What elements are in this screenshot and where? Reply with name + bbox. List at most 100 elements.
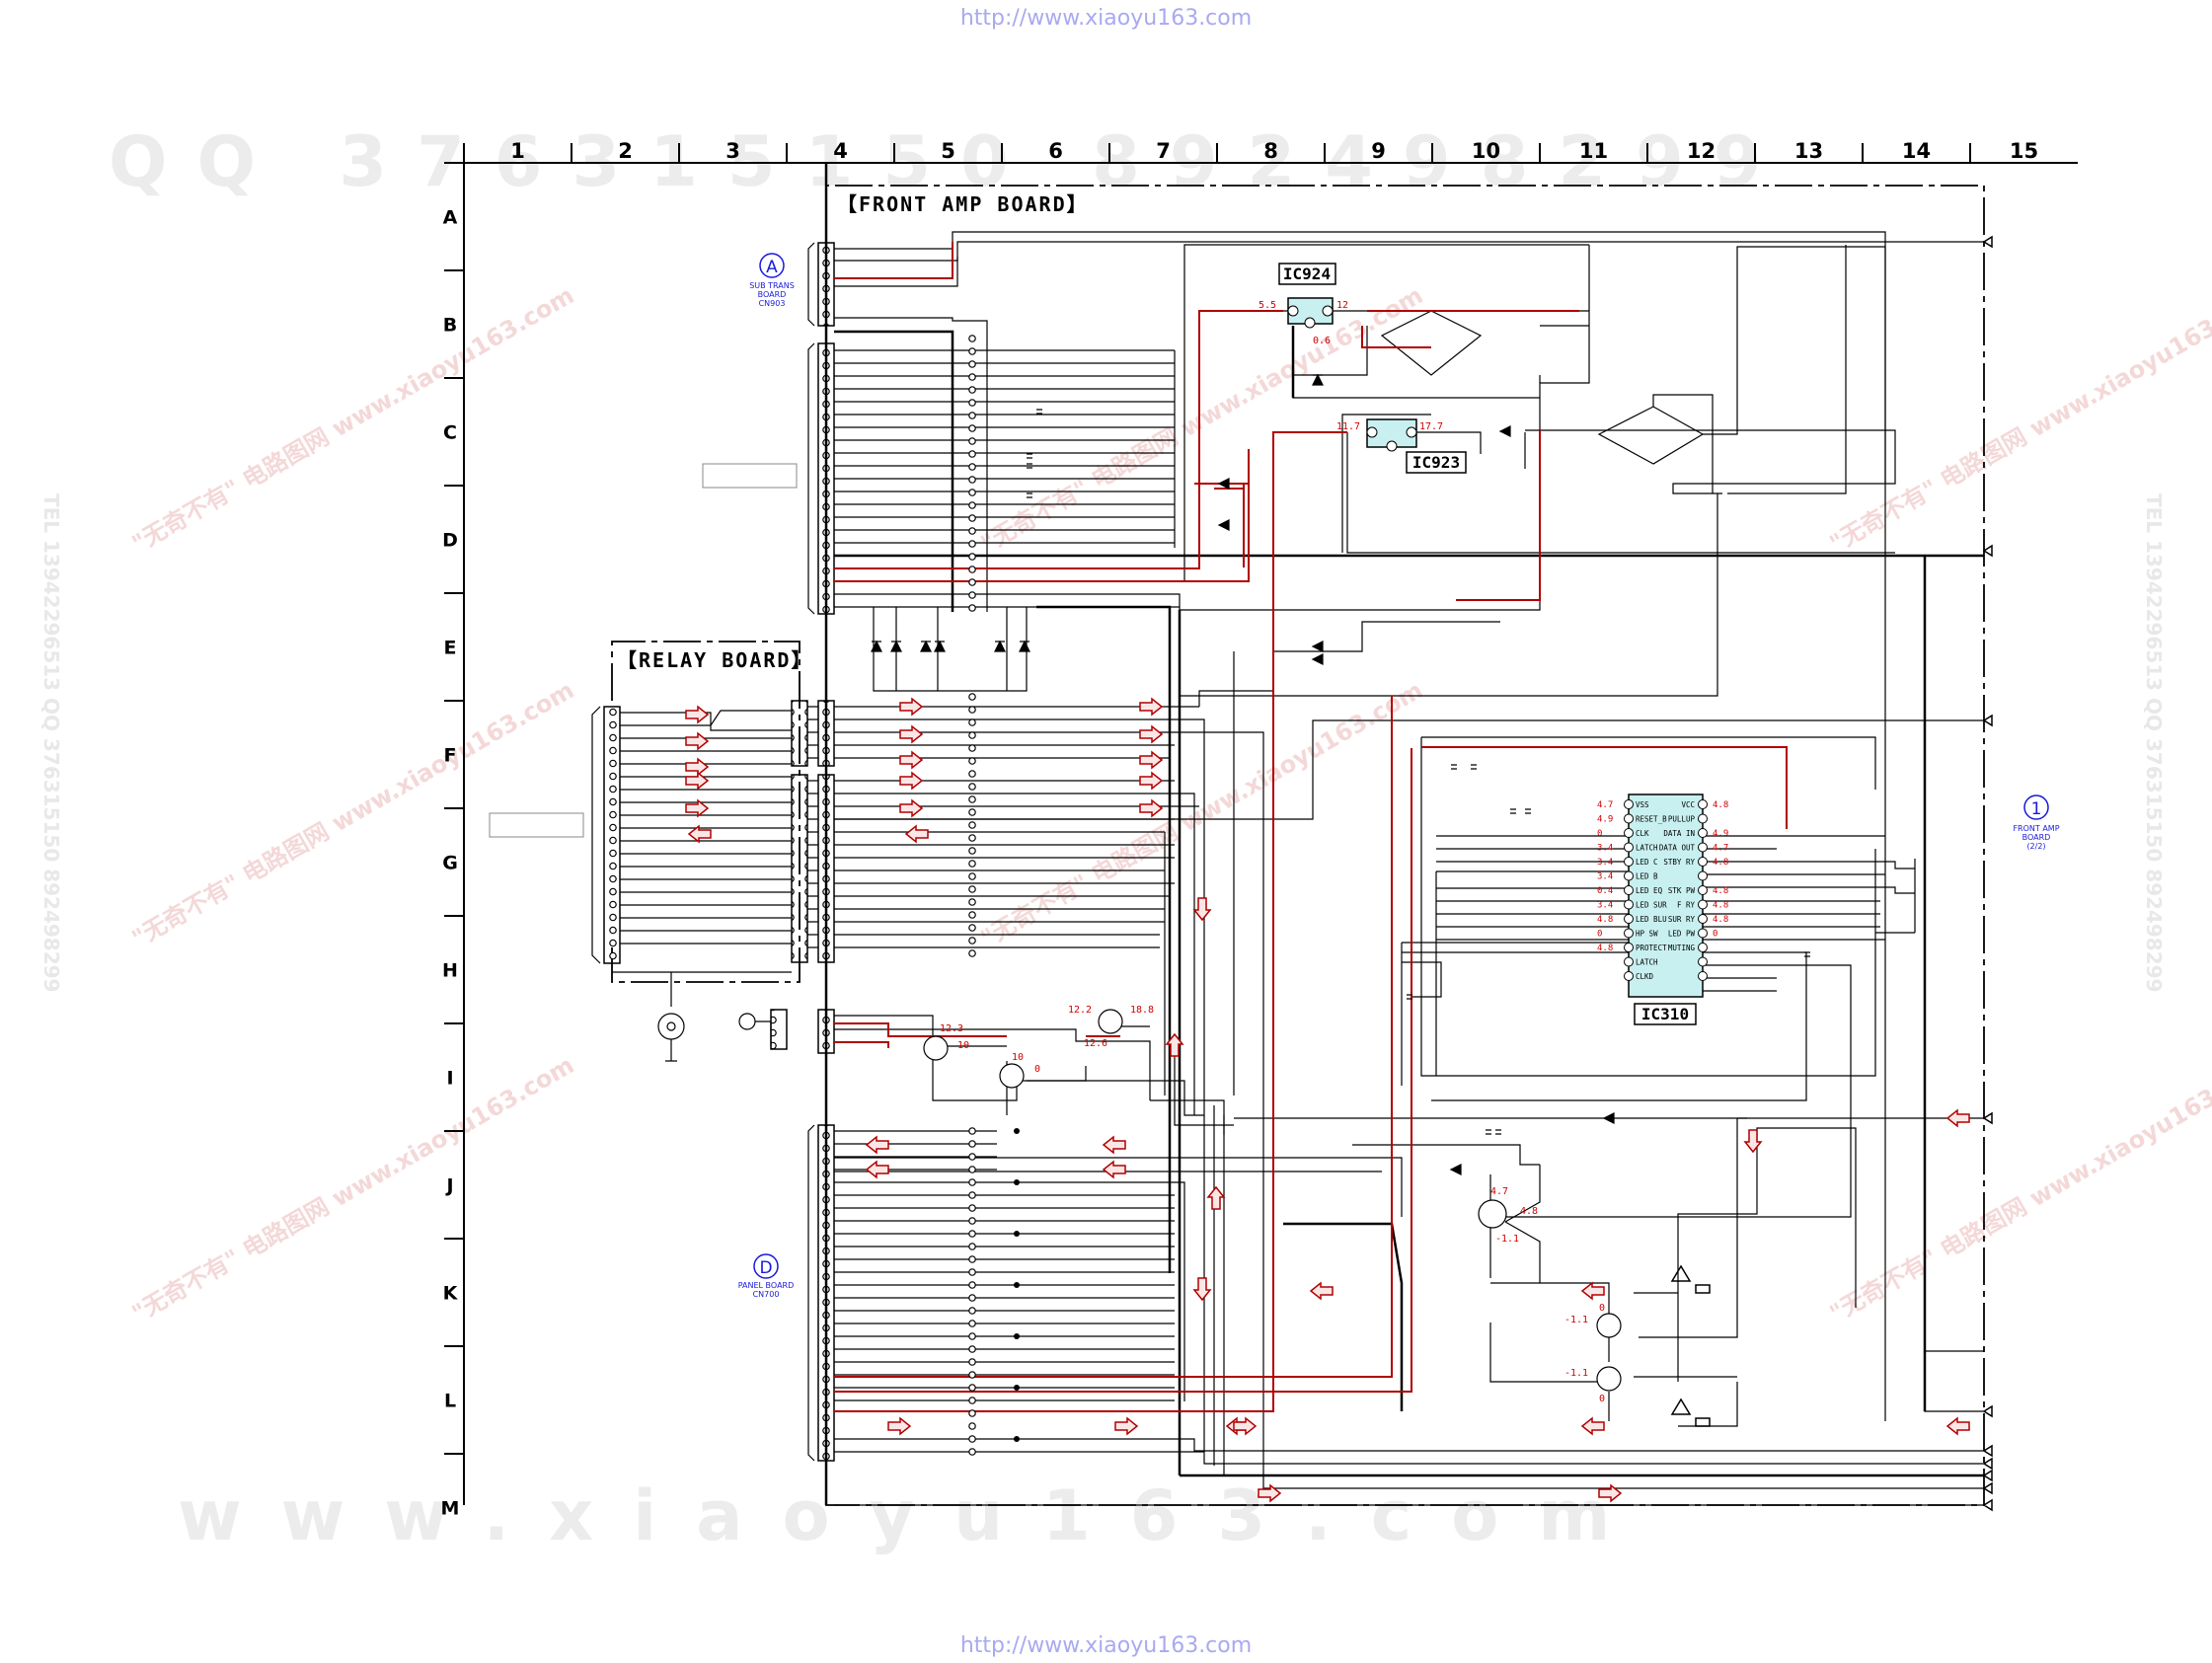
ic310-right-pin-label: LED PW: [1668, 930, 1696, 939]
junction-dots: [968, 335, 1020, 1456]
ic310-pin: [1698, 956, 1708, 967]
grid-row-label: B: [443, 315, 457, 337]
grid-row-label: L: [444, 1391, 456, 1412]
ic310-pin: [1624, 857, 1634, 867]
junction-dot: [968, 1204, 976, 1212]
junction-dot: [968, 693, 976, 701]
arrow-right-icon: [1139, 750, 1164, 770]
ic310-left-pin-label: LATCH: [1636, 844, 1658, 853]
grid-column-label: 2: [618, 139, 633, 163]
ic310-left-pin-label: LED B: [1636, 872, 1658, 881]
q2-vc: 0: [1034, 1064, 1040, 1075]
junction-dot: [968, 566, 976, 573]
connector-1-mark: 1: [2031, 799, 2042, 819]
grid-column-label: 8: [1263, 139, 1278, 163]
junction-dot: [968, 731, 976, 739]
header-url[interactable]: http://www.xiaoyu163.com: [959, 6, 1253, 31]
junction-dot: [968, 1448, 976, 1456]
arrow-left-icon: [1309, 1281, 1334, 1301]
q3-vc: 18.8: [1130, 1005, 1154, 1016]
junction-dot: [968, 1320, 976, 1327]
ic310-pin: [1624, 842, 1634, 853]
junction-dot: [1014, 1333, 1020, 1339]
grid-column-label: 14: [1902, 139, 1931, 163]
edge-terminal-arrows: [1982, 235, 1993, 1512]
ic310-label: IC310: [1641, 1005, 1689, 1023]
junction-dot: [968, 604, 976, 612]
junction-dot: [968, 412, 976, 419]
junction-dot: [968, 1255, 976, 1263]
grid-column-label: 6: [1048, 139, 1063, 163]
arrow-right-icon: [1233, 1416, 1258, 1436]
arrow-left-icon: [1580, 1416, 1605, 1436]
grid-column-label: 15: [2010, 139, 2038, 163]
arrow-right-icon: [685, 705, 710, 724]
arrow-right-icon: [685, 798, 710, 818]
arrow-right-icon: [1139, 724, 1164, 744]
junction-dot: [968, 795, 976, 803]
warning-icons: [1670, 1264, 1711, 1427]
junction-dot: [968, 540, 976, 548]
junction-dot: [968, 553, 976, 561]
junction-dot: [968, 1332, 976, 1340]
q4-vc: 4.8: [1520, 1206, 1538, 1217]
power-wires-red: [834, 242, 1788, 1412]
junction-dot: [968, 860, 976, 868]
junction-dot: [968, 386, 976, 394]
watermark-diagonal-7: "无奇不有" 电路图网 www.xiaoyu163.com: [1825, 1051, 2212, 1327]
ic310-left-pin-label: CLKD: [1636, 972, 1654, 981]
junction-dot: [968, 578, 976, 586]
junction-dot: [968, 924, 976, 932]
junction-dot: [968, 514, 976, 522]
arrow-right-icon: [1598, 1483, 1623, 1503]
ic924: IC924 5.5 12 0.6: [1259, 263, 1348, 346]
q4-vb: 4.7: [1490, 1186, 1508, 1197]
junction-dot: [968, 1191, 976, 1199]
ic310-right-volt: 4.8: [1713, 915, 1728, 925]
junction-dot: [968, 898, 976, 906]
junction-dot: [1014, 1385, 1020, 1391]
junction-dot: [968, 1153, 976, 1161]
ic310-right-pin-label: STK PW: [1668, 886, 1696, 895]
connector-1-line2: BOARD: [2022, 833, 2051, 842]
label-box: [489, 812, 584, 838]
footer-url[interactable]: http://www.xiaoyu163.com: [959, 1633, 1253, 1658]
fuse-icon: [1695, 1417, 1711, 1427]
relay-right-strip-2: [791, 774, 808, 963]
connector-1-line1: FRONT AMP: [2013, 824, 2059, 833]
junction-dot: [968, 1230, 976, 1238]
grid-row-label: M: [441, 1498, 460, 1520]
arrow-right-icon: [1139, 697, 1164, 717]
arrow-right-icon: [1258, 1483, 1282, 1503]
q1-ve: 10: [957, 1040, 969, 1051]
watermark-bottom: www.xiaoyu163.com: [178, 1475, 1649, 1556]
grid-row-label: E: [444, 638, 457, 659]
grid-column-label: 4: [833, 139, 848, 163]
connector-d-line2: CN700: [753, 1290, 780, 1299]
connector-d-label: D PANEL BOARD CN700: [738, 1253, 794, 1299]
junction-dot: [968, 1307, 976, 1315]
junction-dot: [1014, 1282, 1020, 1288]
arrow-right-icon: [899, 750, 924, 770]
front-amp-board-title: 【FRONT AMP BOARD】: [837, 192, 1089, 216]
ic310-left-volt: 0.4: [1597, 886, 1613, 896]
ic310-pin: [1698, 870, 1708, 881]
junction-dot: [968, 399, 976, 407]
ic310-left-pin-label: LED C: [1636, 858, 1658, 867]
junction-dot: [968, 1243, 976, 1250]
junction-dot: [968, 744, 976, 752]
watermark-side-right: TEL 13942296513 QQ 376315150 892498299: [2142, 493, 2166, 992]
connector-a-label: A SUB TRANS BOARD CN903: [749, 253, 795, 308]
ic310-left-volt: 0: [1597, 829, 1602, 839]
junction-dot: [968, 463, 976, 471]
arrow-down-icon: [1743, 1129, 1763, 1154]
watermark: QQ 376315150 892498299 www.xiaoyu163.com…: [39, 121, 2212, 1556]
arrow-right-icon: [899, 697, 924, 717]
relay-left-strip: [603, 706, 621, 964]
ic310-left-volt: 4.7: [1597, 800, 1613, 810]
ic310-right-pin-label: STBY RY: [1663, 858, 1695, 867]
arrow-left-icon: [1945, 1108, 1970, 1128]
ic310-pin: [1624, 870, 1634, 881]
junction-dot: [968, 347, 976, 355]
